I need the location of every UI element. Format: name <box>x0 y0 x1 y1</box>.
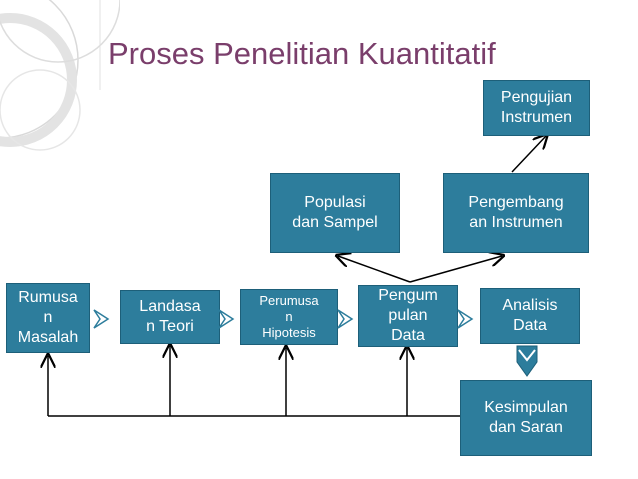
box-pengumpulan-data: Pengum pulan Data <box>358 285 458 347</box>
decorative-swirl <box>0 0 120 151</box>
chevron-down-icon <box>516 345 538 377</box>
box-rumusan-masalah: Rumusa n Masalah <box>6 283 90 353</box>
box-pengujian-instrumen: Pengujian Instrumen <box>483 80 590 136</box>
arrow-to-pengujian <box>511 136 546 173</box>
chevron-right-icon <box>337 309 354 329</box>
box-perumusan-hipotesis: Perumusa n Hipotesis <box>240 289 338 345</box>
chevron-right-icon <box>93 309 110 329</box>
box-populasi-sampel: Populasi dan Sampel <box>270 173 400 253</box>
box-analisis-data: Analisis Data <box>480 288 580 344</box>
slide-title: Proses Penelitian Kuantitatif <box>108 36 496 71</box>
chevron-right-icon <box>218 309 235 329</box>
chevron-right-icon <box>457 309 474 329</box>
box-kesimpulan-saran: Kesimpulan dan Saran <box>460 380 592 456</box>
box-landasan-teori: Landasa n Teori <box>120 290 220 344</box>
arrow-to-pengembangan <box>409 256 502 283</box>
arrow-to-populasi <box>338 256 411 283</box>
box-pengembangan-instrumen: Pengembang an Instrumen <box>443 173 589 253</box>
